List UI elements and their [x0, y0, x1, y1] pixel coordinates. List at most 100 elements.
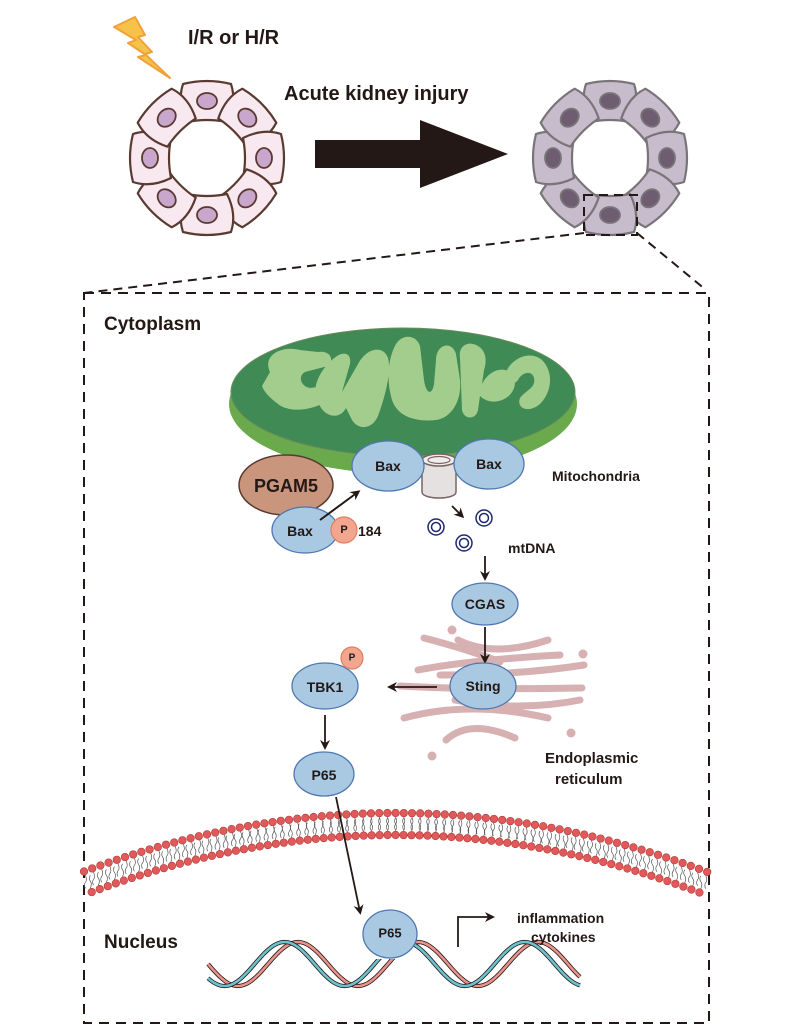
- bax-protein-right: Bax: [453, 438, 525, 490]
- lipid: [120, 852, 136, 883]
- lipid: [309, 812, 320, 844]
- cell-nucleus: [658, 147, 676, 169]
- lipid: [170, 838, 184, 868]
- cgas-protein: CGAS: [451, 582, 519, 626]
- lipid: [479, 813, 490, 844]
- bax-translocation-arrow: [319, 490, 361, 521]
- lipid: [543, 823, 556, 854]
- lipid: [301, 813, 312, 844]
- lipid: [293, 814, 304, 845]
- lipid: [439, 810, 449, 841]
- tubule-cell: [136, 87, 197, 148]
- cell-nucleus: [237, 107, 258, 128]
- output-label-line2: cytokines: [531, 929, 596, 945]
- mito-cristae: [262, 336, 551, 428]
- lipid: [88, 864, 104, 894]
- lipid: [679, 861, 695, 891]
- er-vesicle: [566, 728, 576, 738]
- p65-cyto-label: P65: [312, 767, 337, 783]
- lipid: [112, 855, 128, 885]
- mtdna-circle: [427, 518, 445, 536]
- er-vesicle: [447, 625, 457, 635]
- nuclear-membrane: [79, 808, 712, 897]
- lightning-icon: [113, 16, 171, 79]
- pgam5-label: PGAM5: [254, 476, 318, 496]
- lipid: [366, 809, 376, 840]
- mito-pore: [421, 453, 457, 499]
- lipid: [137, 847, 152, 878]
- p65-translocation-arrow: [335, 796, 364, 915]
- phospho-mark: P: [340, 524, 347, 536]
- lipid: [350, 809, 360, 841]
- lipid: [591, 834, 605, 865]
- p65-nuclear: P65: [362, 909, 418, 959]
- cell-nucleus: [196, 92, 218, 110]
- lipid: [695, 867, 712, 897]
- lipid: [615, 840, 630, 871]
- lipid: [268, 817, 280, 848]
- sting-protein: Sting: [449, 662, 517, 710]
- tubule-cell: [539, 87, 600, 148]
- cell-nucleus: [599, 92, 621, 110]
- er-label-line2: reticulum: [555, 771, 623, 788]
- cell-nucleus: [599, 206, 621, 224]
- bax-protein-left: Bax: [351, 440, 425, 492]
- mitochondria-label: Mitochondria: [552, 468, 640, 484]
- cell-nucleus: [640, 107, 661, 128]
- bax-phospho-label: Bax: [287, 523, 313, 539]
- lipid: [252, 820, 264, 851]
- lipid: [455, 811, 466, 842]
- lipid: [471, 813, 482, 844]
- process-label: Acute kidney injury: [284, 83, 469, 105]
- cell-nucleus: [255, 147, 273, 169]
- lipid: [415, 809, 425, 840]
- lipid: [317, 812, 328, 843]
- stimulus-label: I/R or H/R: [188, 27, 280, 49]
- cell-nucleus: [237, 188, 258, 209]
- mitochondrion: [229, 327, 577, 474]
- cell-nucleus: [141, 147, 159, 169]
- er-cisterna: [414, 651, 564, 674]
- tbk1-label: TBK1: [307, 679, 344, 695]
- lipid: [178, 836, 192, 866]
- cell-nucleus: [559, 107, 580, 128]
- lipid: [276, 816, 288, 847]
- lipid: [383, 808, 392, 840]
- mtdna-label: mtDNA: [508, 540, 555, 556]
- lipid: [535, 822, 548, 853]
- mtdna-release-arrow: [451, 505, 465, 519]
- injured-tubule: [531, 79, 689, 237]
- lipid: [607, 838, 622, 869]
- lipid: [153, 842, 168, 873]
- lipid: [399, 808, 408, 840]
- lipid: [559, 826, 572, 857]
- output-label-line1: inflammation: [517, 910, 604, 926]
- cell-nucleus: [196, 206, 218, 224]
- phospho-site-label: 184: [358, 523, 382, 539]
- er-label-line1: Endoplasmic: [545, 750, 638, 767]
- lipid: [503, 816, 515, 847]
- lipid: [186, 834, 200, 864]
- lipid: [391, 808, 400, 840]
- pgam5-protein: PGAM5: [238, 454, 334, 516]
- lipid: [284, 815, 296, 846]
- lipid: [655, 853, 671, 883]
- lipid: [463, 812, 474, 843]
- lipid: [447, 810, 458, 842]
- lipid: [161, 840, 176, 871]
- lipid: [663, 856, 679, 886]
- lipid: [219, 826, 232, 857]
- healthy-tubule: [128, 79, 286, 237]
- er-vesicle: [578, 649, 588, 659]
- bax-right-label: Bax: [476, 456, 502, 472]
- transcription-arrow: [457, 912, 495, 947]
- mtdna-circle: [475, 509, 493, 527]
- lipid: [358, 809, 368, 840]
- injury-arrow: [315, 120, 508, 188]
- lipid: [639, 848, 654, 878]
- bax-left-label: Bax: [375, 458, 401, 474]
- lipid: [519, 819, 531, 850]
- lipid: [495, 815, 507, 846]
- sting-label: Sting: [466, 678, 501, 694]
- lipid: [623, 843, 638, 873]
